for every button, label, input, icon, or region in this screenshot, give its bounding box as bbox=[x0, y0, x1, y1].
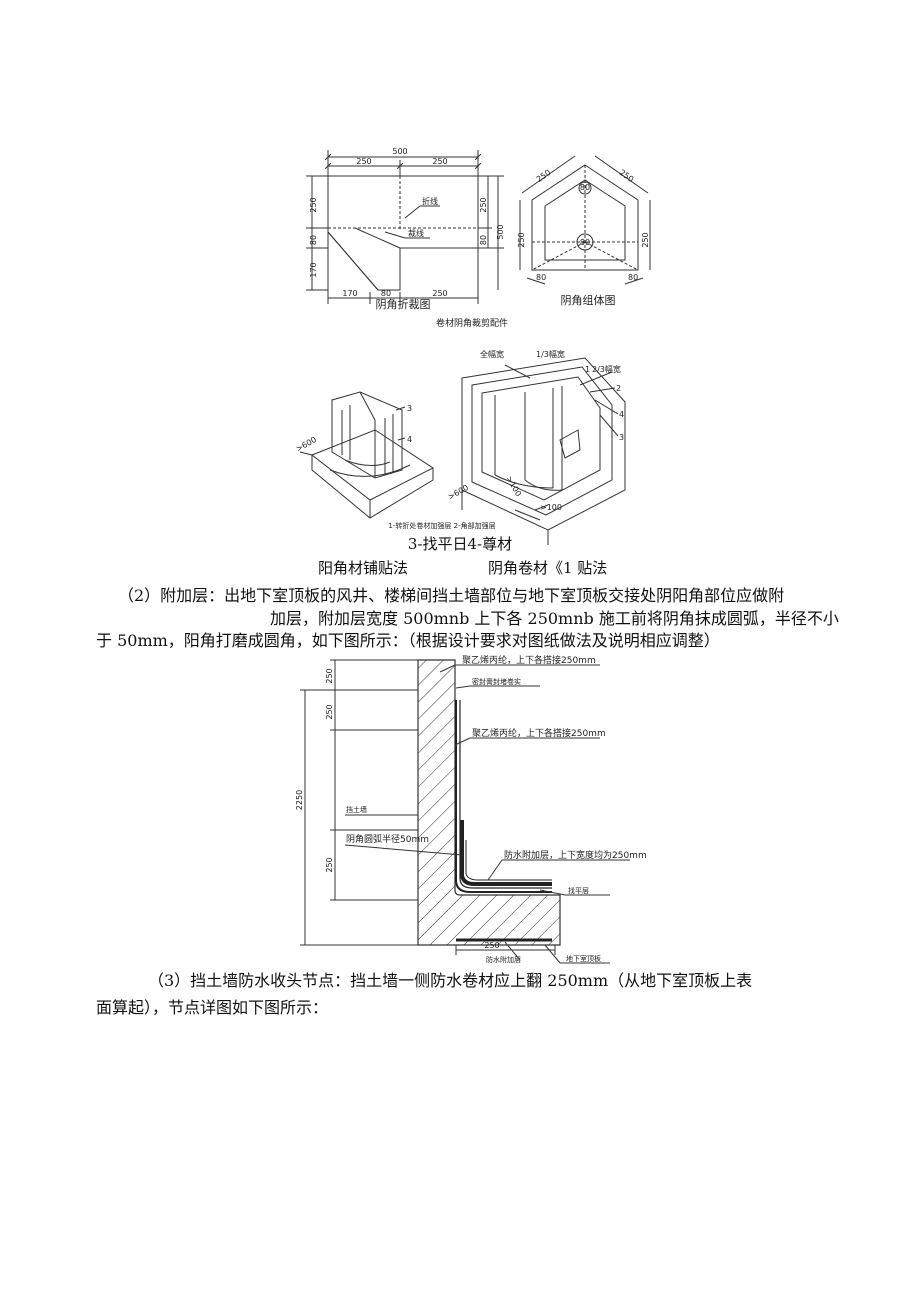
dim-100b: >100 bbox=[504, 475, 523, 499]
dim-250-low: 250 bbox=[325, 857, 334, 872]
label-left-n3: 3 bbox=[407, 404, 412, 413]
dim-bottom-c: 250 bbox=[432, 289, 447, 298]
pent-dim-top-right: 250 bbox=[618, 168, 636, 184]
legend-leveling-material: 3-找平日4-尊材 bbox=[407, 535, 513, 553]
pent-dim-bottom-right: 80 bbox=[628, 273, 638, 282]
para3-line1: （3）挡土墙防水收头节点：挡土墙一侧防水卷材应上翻 250mm（从地下室顶板上表 bbox=[148, 971, 753, 990]
para2-line3: 于 50mm，阳角打磨成圆角，如下图所示：（根据设计要求对图纸做法及说明相应调整… bbox=[96, 631, 720, 650]
label-retaining-wall: 挡土墙 bbox=[346, 805, 367, 814]
label-n1: 1 bbox=[585, 365, 590, 374]
dim-left-c: 170 bbox=[309, 262, 318, 277]
caption-external-corner-laying: 阳角材铺贴法 bbox=[318, 559, 409, 577]
label-membrane-top: 聚乙烯丙纶，上下各搭接250mm bbox=[462, 654, 596, 666]
dim-bottom-b: 80 bbox=[381, 289, 391, 298]
label-corner-radius: 阴角圆弧半径50mm bbox=[346, 833, 429, 845]
pent-dim-top-left: 250 bbox=[535, 168, 553, 184]
dim-left-a: 250 bbox=[309, 197, 318, 212]
label-addition-layer-bottom: 防水附加层 bbox=[486, 955, 521, 964]
para3-line2: 面算起），节点详图如下图所示： bbox=[96, 998, 329, 1017]
caption-corner-accessory: 卷材阴角裁剪配件 bbox=[436, 317, 508, 329]
label-sealant: 密封膏封堵卷实 bbox=[472, 677, 521, 686]
label-membrane-mid: 聚乙烯丙纶，上下各搭接250mm bbox=[472, 727, 606, 739]
dim-top-b: 250 bbox=[432, 157, 447, 166]
dim-right-a: 250 bbox=[479, 197, 488, 212]
dim-250-top: 250 bbox=[325, 668, 334, 683]
pent-dim-inner-top: 80 bbox=[580, 183, 590, 192]
dim-right-b: 80 bbox=[479, 235, 488, 245]
caption-internal-corner-laying: 阴角卷材《1 贴法 bbox=[488, 559, 608, 577]
dim-top-total: 500 bbox=[392, 147, 407, 156]
pent-dim-right: 250 bbox=[641, 232, 650, 247]
dim-600-left: >600 bbox=[295, 435, 319, 454]
legend-small: 1-转折处卷材加强层 2-角部加强层 bbox=[388, 521, 495, 530]
para2-line2: 加层，附加层宽度 500mnb 上下各 250mnb 施工前将阴角抹成圆弧，半径… bbox=[270, 609, 839, 628]
pent-dim-left: 250 bbox=[517, 232, 526, 247]
label-cut-line: 裁线 bbox=[408, 228, 424, 238]
dim-250-bottom: 250 bbox=[484, 941, 499, 950]
label-n4: 4 bbox=[619, 410, 624, 419]
dim-600-right: >600 bbox=[447, 483, 471, 502]
caption-fold-cut-diagram: 阴角折裁图 bbox=[376, 297, 431, 311]
label-two-third-width: 2/3幅宽 bbox=[592, 364, 621, 374]
label-fold-line: 折线 bbox=[422, 196, 438, 206]
label-n2: 2 bbox=[616, 384, 621, 393]
para2-line1: （2）附加层：出地下室顶板的风井、楼梯间挡土墙部位与地下室顶板交接处阴阳角部位应… bbox=[118, 586, 785, 605]
figure-waterproof-addition-layer: 250 250 2250 250 250 聚乙烯丙纶，上下各搭接250mm 密封… bbox=[295, 654, 647, 964]
dim-100: >100 bbox=[540, 503, 562, 512]
dim-250-second: 250 bbox=[325, 704, 334, 719]
label-addition-layer: 防水附加层，上下宽度均为250mm bbox=[504, 849, 647, 861]
dim-bottom-a: 170 bbox=[342, 289, 357, 298]
label-full-width: 全幅宽 bbox=[480, 349, 504, 359]
pent-dim-center: 80 bbox=[580, 238, 590, 247]
dim-right-total: 500 bbox=[496, 224, 505, 239]
label-basement-slab: 地下室顶板 bbox=[566, 954, 601, 963]
pent-dim-bottom-left: 80 bbox=[536, 273, 546, 282]
label-third-width: 1/3幅宽 bbox=[536, 349, 565, 359]
figure-corner-laying: 全幅宽 1/3幅宽 2/3幅宽 1 2 3 4 3 4 >600 >600 >1… bbox=[295, 349, 626, 545]
label-leveling-layer: 找平层 bbox=[568, 886, 589, 895]
label-left-n4: 4 bbox=[407, 435, 412, 444]
label-n3: 3 bbox=[619, 433, 624, 442]
dim-2250: 2250 bbox=[295, 790, 304, 810]
caption-assembly-diagram: 阴角组体图 bbox=[561, 293, 616, 307]
dim-left-b: 80 bbox=[309, 235, 318, 245]
figure-corner-cutting: 500 250 250 250 80 170 250 80 500 170 80… bbox=[306, 147, 651, 329]
dim-top-a: 250 bbox=[356, 157, 371, 166]
